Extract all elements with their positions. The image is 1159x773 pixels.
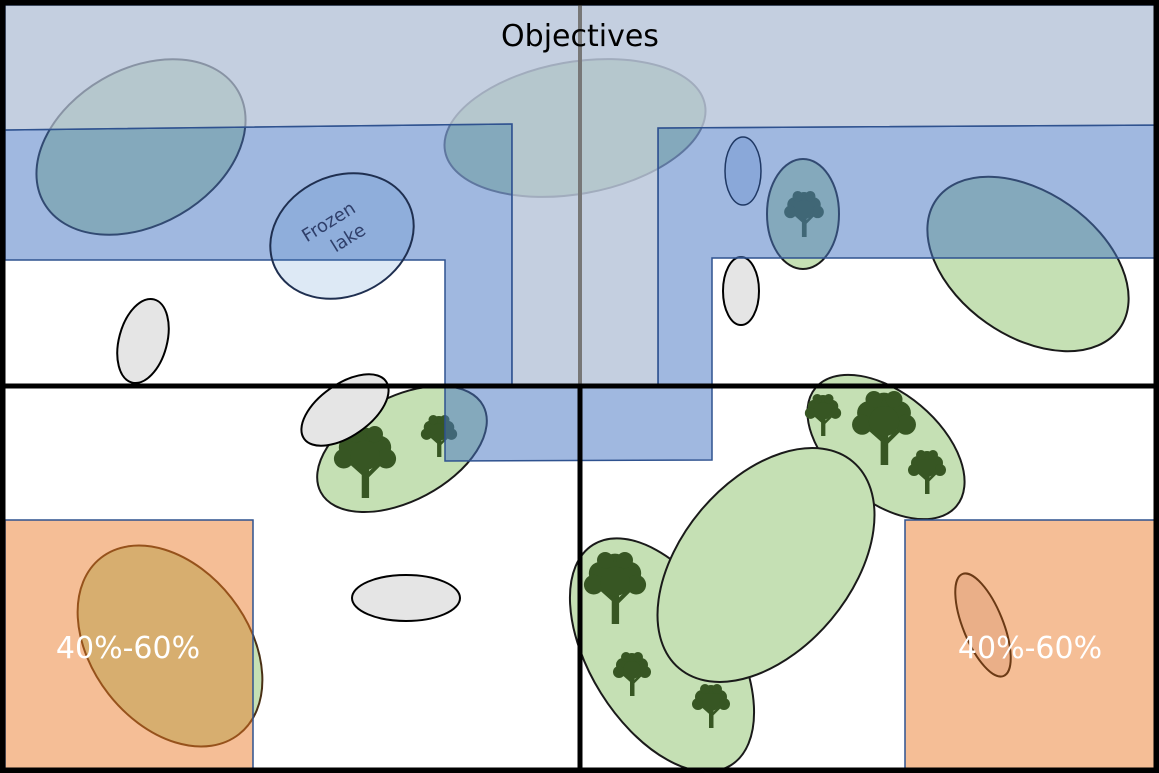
zone-right-marker — [954, 572, 1012, 678]
forest-area-left-zone — [76, 544, 264, 748]
river-pool — [724, 136, 762, 206]
zone-right — [904, 519, 1156, 771]
rock — [116, 298, 170, 384]
rock — [300, 373, 390, 447]
zone-left-label: 40%-60% — [56, 631, 200, 666]
rock — [351, 574, 461, 622]
zone-right-label: 40%-60% — [958, 631, 1102, 666]
objectives-title: Objectives — [501, 19, 659, 54]
zone-left — [4, 519, 254, 771]
rock — [722, 256, 760, 326]
forest-area-lower-right-center — [656, 447, 876, 683]
frozen-lake — [269, 172, 415, 300]
